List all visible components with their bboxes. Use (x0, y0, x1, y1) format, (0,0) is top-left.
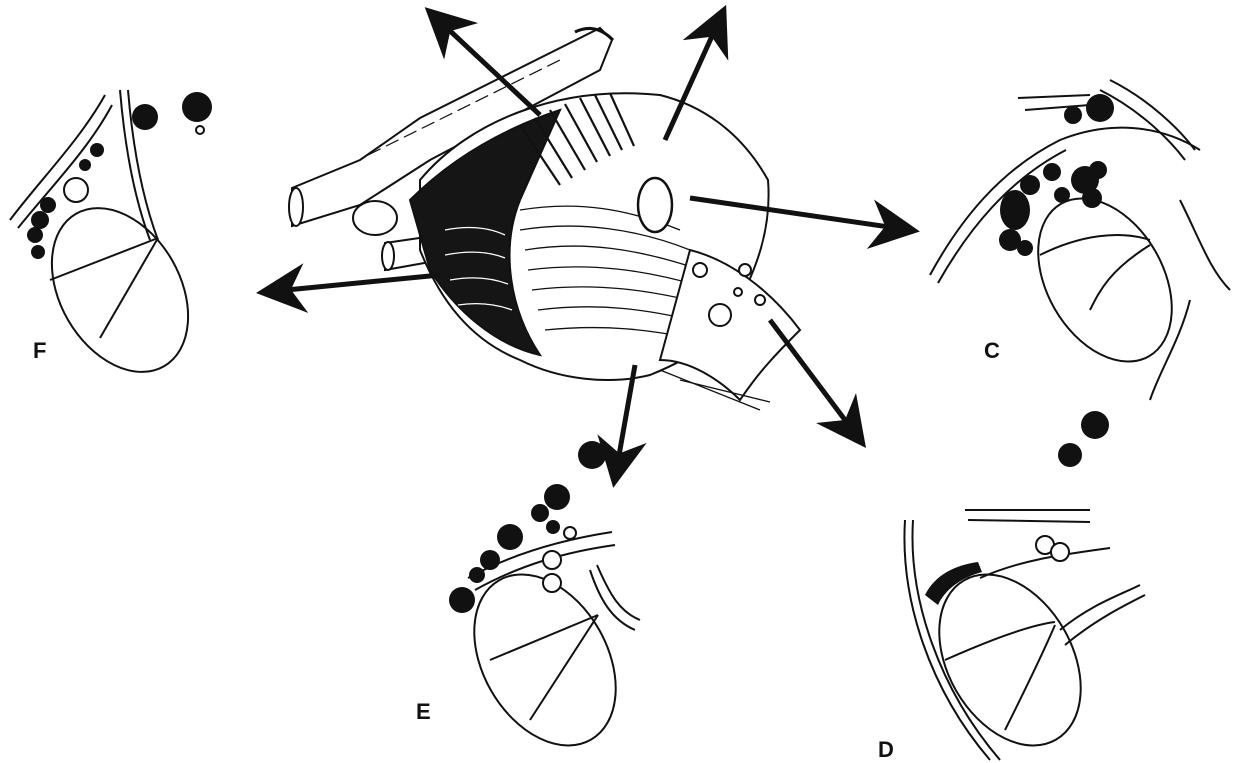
vessel-oval (638, 178, 672, 232)
vessel-opening (289, 188, 303, 226)
vessel-ring-1 (353, 201, 397, 235)
arrow-down-right (770, 320, 860, 440)
panel-label-d: D (878, 739, 894, 761)
panel-e-diagram (445, 441, 644, 763)
panel-d-diagram (904, 411, 1145, 763)
arrow-down (615, 365, 635, 478)
panel-label-f: F (33, 340, 46, 362)
arrow-left (266, 275, 440, 292)
panel-label-c: C (984, 340, 1000, 362)
panel-c-diagram (930, 80, 1230, 400)
central-illustration (289, 28, 800, 410)
panel-label-e: E (416, 701, 431, 723)
